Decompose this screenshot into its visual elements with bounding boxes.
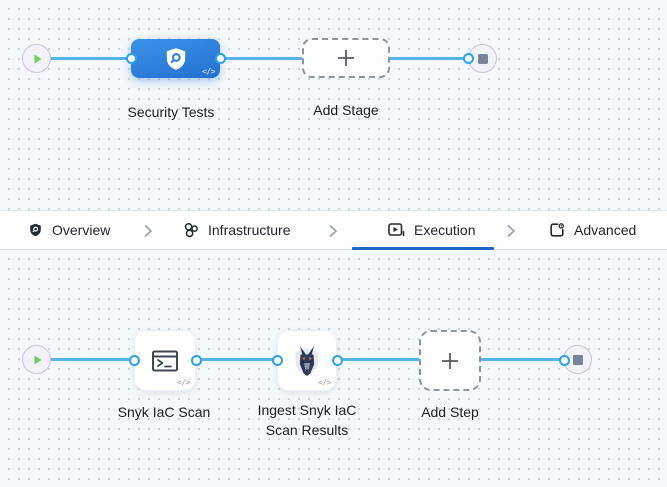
connector-dot	[558, 354, 570, 366]
add-step-button[interactable]	[419, 330, 481, 391]
advanced-icon	[549, 222, 565, 238]
security-shield-icon	[163, 46, 189, 72]
shield-icon	[28, 222, 43, 238]
chevron-right-icon	[142, 224, 154, 238]
plus-icon	[335, 47, 357, 69]
infrastructure-icon	[183, 222, 199, 238]
tab-label: Overview	[52, 222, 111, 238]
snyk-logo-icon	[289, 343, 325, 379]
play-icon	[29, 352, 45, 368]
tab-label: Execution	[414, 222, 476, 238]
terminal-icon	[149, 345, 181, 377]
add-step-label: Add Step	[421, 404, 479, 420]
stage-tab-bar: Overview Infrastructure	[0, 210, 667, 250]
connector-dot	[128, 354, 140, 366]
chevron-right-icon	[505, 224, 517, 238]
plus-icon	[439, 350, 461, 372]
connector-dot	[462, 53, 474, 64]
code-icon: </>	[318, 378, 331, 387]
stop-icon	[477, 53, 488, 64]
tab-overview[interactable]: Overview	[28, 211, 110, 249]
add-stage-label: Add Stage	[313, 102, 379, 118]
step-node-ingest-snyk-results[interactable]: </>	[277, 330, 337, 391]
step-label: Snyk IaC Scan	[117, 404, 211, 420]
connector-dot	[125, 53, 137, 64]
chevron-right-icon	[327, 224, 339, 238]
tab-infrastructure[interactable]: Infrastructure	[183, 211, 290, 249]
connector-dot	[214, 53, 226, 64]
code-icon: </>	[202, 67, 215, 76]
connector-dot	[190, 354, 202, 366]
tab-label: Advanced	[574, 222, 637, 238]
active-tab-underline	[352, 247, 494, 250]
stage-start-node	[22, 44, 51, 73]
tab-label: Infrastructure	[208, 222, 291, 238]
play-icon	[29, 51, 45, 67]
connector-dot	[271, 354, 283, 366]
stage-label: Security Tests	[127, 104, 215, 120]
tab-execution[interactable]: Execution	[388, 211, 475, 249]
add-stage-button[interactable]	[302, 38, 390, 78]
code-icon: </>	[177, 378, 190, 387]
stop-icon	[572, 354, 583, 365]
tab-advanced[interactable]: Advanced	[549, 211, 636, 249]
stage-connector-line	[36, 57, 483, 60]
step-node-snyk-iac-scan[interactable]: </>	[134, 330, 196, 391]
connector-dot	[331, 354, 343, 366]
execution-icon	[388, 222, 405, 238]
step-label: Ingest Snyk IaC Scan Results	[257, 402, 357, 438]
step-start-node	[22, 345, 51, 374]
stage-node-security-tests[interactable]: </>	[131, 39, 220, 78]
